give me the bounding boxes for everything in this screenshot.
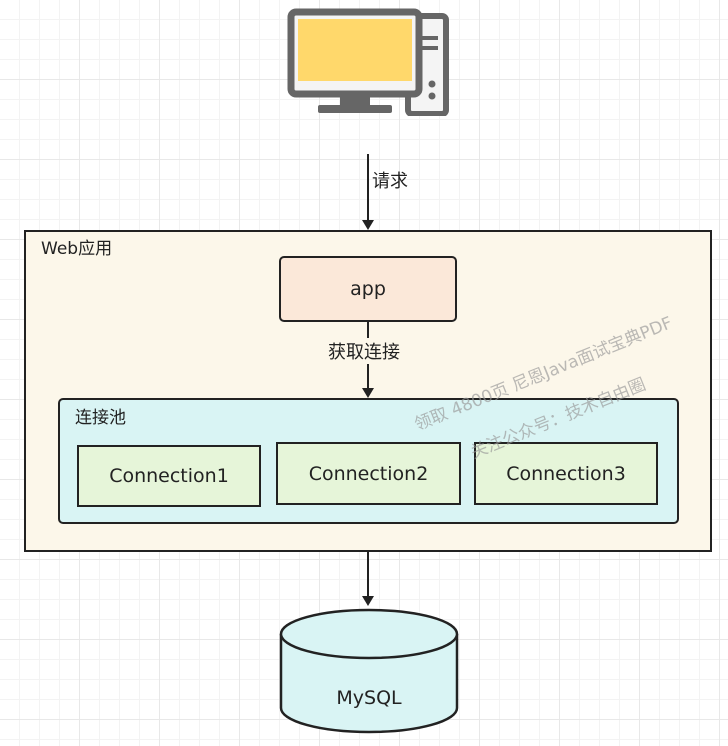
- web-app-title: Web应用: [41, 239, 113, 259]
- connection-1: Connection1: [77, 445, 261, 507]
- connection-3: Connection3: [474, 442, 658, 505]
- connection-2: Connection2: [276, 442, 461, 505]
- connection-1-label: Connection1: [109, 465, 229, 487]
- app-box: app: [279, 256, 457, 322]
- connection-pool-title: 连接池: [75, 408, 126, 428]
- request-label: 请求: [372, 171, 408, 192]
- get-connection-label: 获取连接: [326, 338, 402, 364]
- connection-2-label: Connection2: [308, 462, 429, 485]
- computer-icon: [287, 8, 449, 116]
- database-cylinder-icon: [279, 608, 459, 734]
- database-label: MySQL: [336, 687, 402, 709]
- connection-3-label: Connection3: [506, 462, 626, 485]
- app-label: app: [350, 278, 386, 300]
